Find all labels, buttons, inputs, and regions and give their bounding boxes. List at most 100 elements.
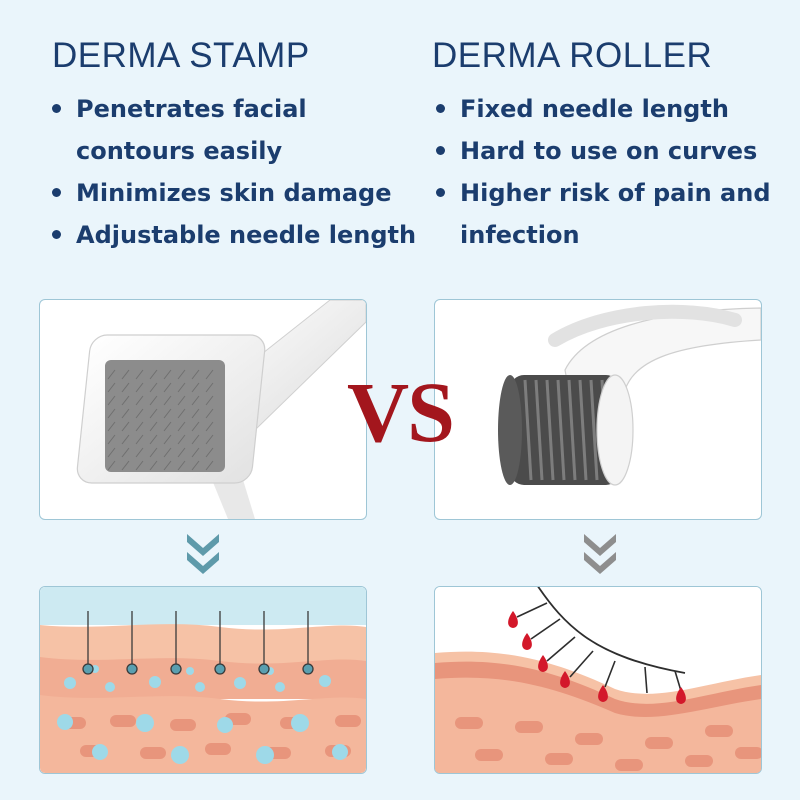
needle <box>191 460 200 471</box>
skin-cell <box>645 737 673 749</box>
blood-drop <box>676 687 686 704</box>
needle <box>135 421 144 432</box>
needle <box>163 408 172 419</box>
blood-drop <box>508 611 518 628</box>
needle <box>121 395 130 406</box>
needle <box>107 460 116 471</box>
needle <box>191 369 200 380</box>
needle <box>163 447 172 458</box>
skin-cell <box>110 715 136 727</box>
needle <box>121 460 130 471</box>
derma-stamp-title: DERMA STAMP <box>52 36 310 75</box>
needle <box>149 395 158 406</box>
needle <box>121 447 130 458</box>
needle <box>191 447 200 458</box>
needle <box>163 395 172 406</box>
stamp-skin-diagram <box>39 586 367 774</box>
derma-roller-title: DERMA ROLLER <box>432 36 713 75</box>
needle-tip <box>302 663 314 675</box>
serum-dot <box>171 746 189 764</box>
list-item: Higher risk of pain and infection <box>434 172 794 256</box>
roller-ring <box>567 379 577 481</box>
derma-roller-illustration <box>498 304 761 486</box>
skin-cell <box>545 753 573 765</box>
needle <box>205 447 214 458</box>
needle <box>135 408 144 419</box>
needle <box>163 369 172 380</box>
needle <box>107 369 116 380</box>
needle <box>191 421 200 432</box>
roller-ring <box>578 379 588 481</box>
derma-stamp-image-panel <box>39 299 367 520</box>
derma-roller-image-panel <box>434 299 762 520</box>
needle <box>163 460 172 471</box>
needle <box>177 395 186 406</box>
roller-spike <box>569 650 594 678</box>
serum-dot <box>64 677 76 689</box>
roller-spike <box>530 618 561 640</box>
skin-cell <box>170 719 196 731</box>
roller-spike <box>644 666 648 694</box>
needle-tip <box>170 663 182 675</box>
skin-cell <box>455 717 483 729</box>
needle <box>107 382 116 393</box>
needle <box>135 434 144 445</box>
needle <box>177 421 186 432</box>
roller-spike <box>674 670 682 692</box>
needle <box>107 408 116 419</box>
roller-ring <box>534 379 544 481</box>
serum-dot <box>319 675 331 687</box>
needle <box>205 460 214 471</box>
needle <box>121 382 130 393</box>
needle <box>163 434 172 445</box>
serum-dot <box>234 677 246 689</box>
derma-stamp-benefits-list: Penetrates facial contours easily Minimi… <box>50 88 420 256</box>
serum-dot <box>217 717 233 733</box>
needle <box>107 395 116 406</box>
list-item: Fixed needle length <box>434 88 794 130</box>
list-item: Minimizes skin damage <box>50 172 420 214</box>
serum-dot <box>105 682 115 692</box>
serum-dot <box>275 682 285 692</box>
needle <box>149 460 158 471</box>
stamp-skin-illustration <box>40 587 366 773</box>
needle <box>205 421 214 432</box>
blood-drop <box>522 633 532 650</box>
roller-ring <box>589 379 599 481</box>
needle <box>121 421 130 432</box>
roller-ring <box>545 379 555 481</box>
needle <box>205 395 214 406</box>
double-chevron-down-icon <box>584 534 616 574</box>
list-item: Adjustable needle length <box>50 214 420 256</box>
roller-ring <box>556 379 566 481</box>
needle <box>149 447 158 458</box>
needle <box>149 421 158 432</box>
skin-cell <box>140 747 166 759</box>
serum-dot <box>256 746 274 764</box>
needle <box>107 434 116 445</box>
serum-dot <box>57 714 73 730</box>
needle <box>107 421 116 432</box>
needle <box>121 408 130 419</box>
needle-tip <box>126 663 138 675</box>
needle <box>191 434 200 445</box>
blood-drop <box>598 685 608 702</box>
blood-drop <box>560 671 570 688</box>
needle <box>149 369 158 380</box>
roller-ring <box>523 379 533 481</box>
skin-cell <box>515 721 543 733</box>
needle <box>205 434 214 445</box>
needle <box>205 369 214 380</box>
skin-cell <box>575 733 603 745</box>
roller-spike <box>516 602 548 618</box>
list-item: Hard to use on curves <box>434 130 794 172</box>
needle <box>205 408 214 419</box>
needle <box>163 421 172 432</box>
needle-tip <box>214 663 226 675</box>
needle <box>149 382 158 393</box>
needle <box>177 369 186 380</box>
serum-dot <box>136 714 154 732</box>
skin-cell <box>335 715 361 727</box>
roller-spike <box>546 636 576 662</box>
needle <box>163 382 172 393</box>
